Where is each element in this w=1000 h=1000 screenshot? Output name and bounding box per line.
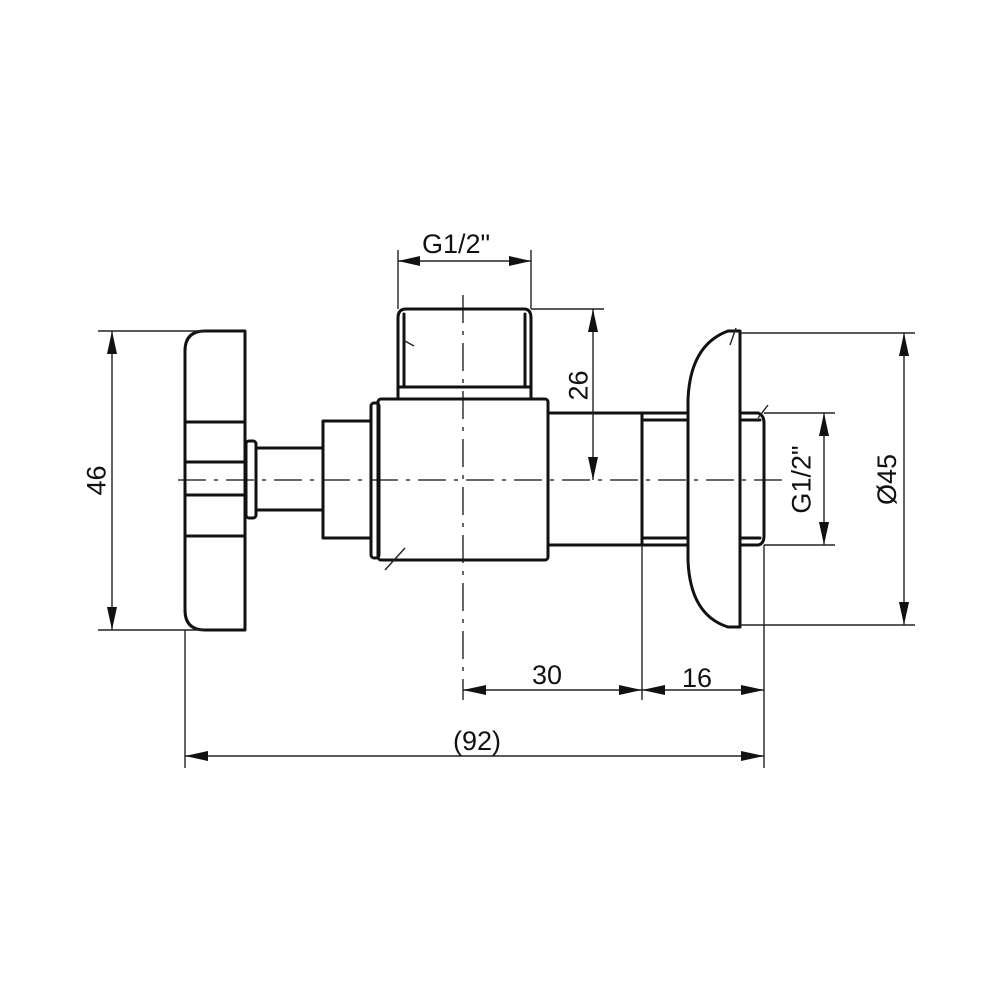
flange-rosette	[686, 327, 742, 629]
dim-side-thread	[764, 412, 835, 546]
outlet-pipe	[546, 411, 690, 547]
dim-bottom-chain	[463, 545, 765, 768]
label-flange-to-end: 16	[682, 663, 713, 693]
dim-flange-diameter	[740, 332, 915, 626]
label-top-thread: G1/2"	[422, 229, 491, 259]
dim-outlet-height	[531, 308, 604, 480]
label-outlet-height: 26	[563, 370, 594, 401]
dim-handle-height	[98, 330, 205, 631]
valve-body	[369, 397, 550, 571]
label-handle-height: 46	[81, 465, 112, 496]
label-side-thread: G1/2"	[786, 445, 817, 514]
label-flange-diameter: Ø45	[872, 453, 903, 506]
dim-top-thread	[397, 250, 532, 309]
dim-overall-length	[184, 630, 764, 768]
label-center-to-flange: 30	[532, 660, 563, 690]
side-thread-end	[738, 404, 769, 547]
top-connector	[396, 307, 533, 401]
label-overall-length: (92)	[453, 726, 502, 756]
